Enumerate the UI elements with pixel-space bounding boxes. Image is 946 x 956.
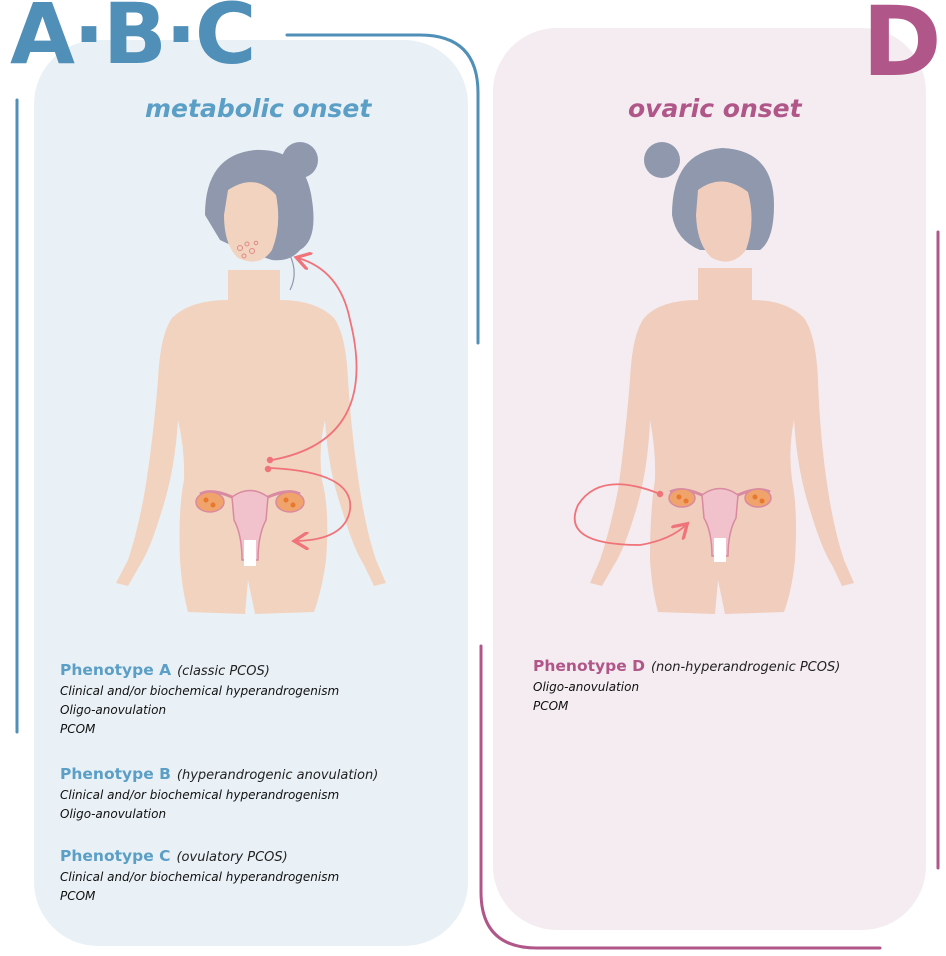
metabolic-onset-label: metabolic onset — [145, 94, 371, 123]
phenotype-d-block: Phenotype D (non-hyperandrogenic PCOS) Ol… — [533, 656, 840, 713]
phenotype-a-criterion: PCOM — [60, 722, 339, 736]
phenotype-b-block: Phenotype B (hyperandrogenic anovulation)… — [60, 764, 378, 821]
phenotype-a-criterion: Oligo-anovulation — [60, 703, 339, 717]
woman-figure-right — [575, 142, 854, 614]
phenotype-a-subtitle: (classic PCOS) — [177, 664, 270, 679]
hair-bun — [644, 142, 680, 178]
phenotype-d-criterion: Oligo-anovulation — [533, 680, 840, 694]
phenotypes-abc-heading: A·B·C — [10, 0, 255, 76]
phenotype-c-block: Phenotype C (ovulatory PCOS) Clinical and… — [60, 846, 339, 903]
phenotype-b-criterion: Oligo-anovulation — [60, 807, 378, 821]
phenotype-b-title: Phenotype B — [60, 765, 171, 783]
phenotype-d-subtitle: (non-hyperandrogenic PCOS) — [651, 660, 840, 675]
phenotype-a-block: Phenotype A (classic PCOS) Clinical and/o… — [60, 660, 339, 736]
phenotype-b-criterion: Clinical and/or biochemical hyperandroge… — [60, 788, 378, 802]
phenotype-c-criterion: PCOM — [60, 889, 339, 903]
face — [224, 182, 278, 261]
phenotype-d-criterion: PCOM — [533, 699, 840, 713]
phenotype-c-title: Phenotype C — [60, 847, 170, 865]
woman-figure-left — [116, 142, 386, 614]
ovaric-onset-label: ovaric onset — [628, 94, 802, 123]
phenotype-a-title: Phenotype A — [60, 661, 171, 679]
phenotype-c-criterion: Clinical and/or biochemical hyperandroge… — [60, 870, 339, 884]
phenotype-c-subtitle: (ovulatory PCOS) — [176, 850, 287, 865]
phenotype-d-heading: D — [862, 0, 942, 90]
body-silhouette — [590, 268, 854, 614]
phenotype-d-title: Phenotype D — [533, 657, 645, 675]
phenotype-a-criterion: Clinical and/or biochemical hyperandroge… — [60, 684, 339, 698]
phenotype-b-subtitle: (hyperandrogenic anovulation) — [177, 768, 378, 783]
